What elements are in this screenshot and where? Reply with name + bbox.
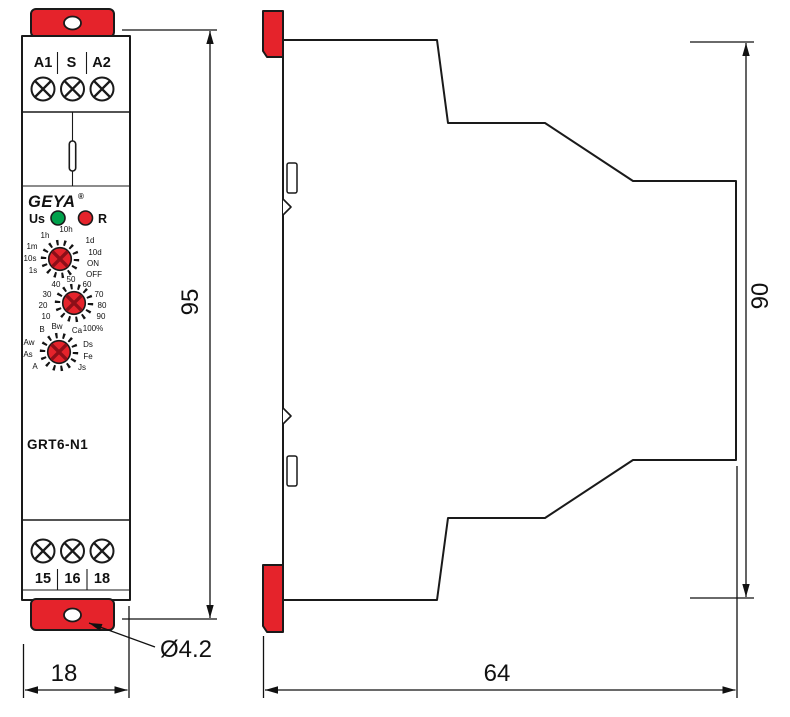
terminal-screw-a1 bbox=[30, 76, 56, 102]
dial-label: 1s bbox=[29, 266, 37, 275]
dial-label: A bbox=[32, 362, 38, 371]
terminal-label-16: 16 bbox=[64, 571, 80, 587]
side-vent-slot-top bbox=[286, 162, 298, 194]
side-top-clip bbox=[262, 10, 284, 58]
dial-label: 80 bbox=[98, 301, 107, 310]
dim-text-height-front: 95 bbox=[177, 289, 204, 316]
terminal-screw-s bbox=[59, 76, 86, 102]
bottom-mounting-hole bbox=[63, 607, 82, 623]
dial-label: 40 bbox=[52, 280, 61, 289]
power-led-green bbox=[50, 210, 66, 226]
relay-led-red bbox=[77, 210, 94, 226]
dim-text-width-front: 18 bbox=[51, 660, 78, 687]
led-power-label: Us bbox=[29, 212, 45, 226]
front-vent-slot bbox=[68, 140, 77, 172]
dial-label: 50 bbox=[67, 275, 76, 284]
dial-label: ON bbox=[87, 259, 99, 268]
terminal-label-a2: A2 bbox=[92, 55, 111, 71]
dial-label: 10h bbox=[59, 225, 72, 234]
dial-label: OFF bbox=[86, 270, 102, 279]
dial-label: Fe bbox=[83, 352, 93, 361]
model-label: GRT6-N1 bbox=[27, 437, 88, 452]
terminal-label-s: S bbox=[67, 55, 77, 71]
terminal-label-18: 18 bbox=[94, 571, 110, 587]
front-face-notch-top bbox=[282, 198, 292, 216]
dial-label: Ds bbox=[83, 340, 93, 349]
dim-text-depth-side: 64 bbox=[484, 660, 511, 687]
dial-label: 10s bbox=[24, 254, 37, 263]
brand-logo: GEYA bbox=[28, 193, 76, 211]
dial-label: 1d bbox=[86, 236, 95, 245]
terminal-screw-a2 bbox=[89, 76, 115, 102]
dial-label: 30 bbox=[43, 290, 52, 299]
front-face-notch-bottom bbox=[282, 407, 292, 425]
dial-label: 1h bbox=[41, 231, 50, 240]
dial-label: 60 bbox=[83, 280, 92, 289]
dial-label: Js bbox=[78, 363, 86, 372]
side-bottom-clip bbox=[262, 564, 284, 633]
led-relay-label: R bbox=[98, 212, 107, 226]
dial-label: 70 bbox=[95, 290, 104, 299]
terminal-label-a1: A1 bbox=[34, 55, 53, 71]
dial-label: Aw bbox=[24, 338, 35, 347]
dimensions: 95 90 18 64 Ø4.2 bbox=[22, 29, 774, 698]
dial-label: 10d bbox=[88, 248, 101, 257]
dim-text-hole-diameter: Ø4.2 bbox=[160, 636, 212, 663]
dial-label: 1m bbox=[26, 242, 37, 251]
dial-label: B bbox=[39, 325, 44, 334]
dial-label: As bbox=[23, 350, 32, 359]
side-vent-slot-bottom bbox=[286, 455, 298, 487]
registered-mark: ® bbox=[78, 192, 84, 201]
dial-label: 90 bbox=[97, 312, 106, 321]
dial-label: 100% bbox=[83, 324, 103, 333]
top-mounting-hole bbox=[63, 15, 82, 31]
dim-text-height-side: 90 bbox=[747, 283, 774, 310]
front-view: A1 S A2 GEYA ® Us R 1h 10h 1d 10d ON OFF… bbox=[21, 8, 131, 631]
side-profile-outline bbox=[282, 39, 737, 601]
dial-label: 20 bbox=[39, 301, 48, 310]
dial-label: Ca bbox=[72, 326, 83, 335]
terminal-screw-16 bbox=[59, 538, 86, 564]
dial-label: 10 bbox=[42, 312, 51, 321]
dial-label: Bw bbox=[51, 322, 62, 331]
terminal-screw-18 bbox=[89, 538, 115, 564]
side-view bbox=[262, 10, 737, 633]
terminal-label-15: 15 bbox=[35, 571, 51, 587]
leader-line-hole bbox=[88, 622, 156, 648]
terminal-screw-15 bbox=[30, 538, 56, 564]
